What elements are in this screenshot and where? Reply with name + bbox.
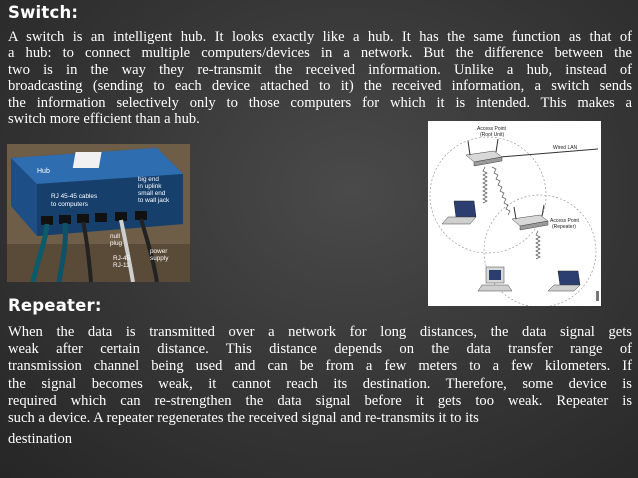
repeater-line: the signal becomes weak, it cannot reach… <box>8 375 632 392</box>
access-point-illustration <box>429 136 599 308</box>
switch-paragraph: A switch is an intelligent hub. It looks… <box>8 29 632 127</box>
access-point-diagram: Access Point (Root Unit) Wired LAN Acces… <box>428 121 601 308</box>
uplink-label: big end <box>138 176 159 183</box>
repeater-line: transmission channel being used and can … <box>8 358 632 375</box>
repeater-line-tail: destination <box>8 431 73 448</box>
rj45-label: RJ 45-45 cables <box>51 193 98 200</box>
root-unit-label: (Root Unit) <box>480 132 505 138</box>
power-label: power <box>150 248 168 255</box>
switch-line: a hub: to connect multiple computers/dev… <box>8 45 632 62</box>
switch-line: switch more efficient than a hub. <box>8 111 200 128</box>
uplink-label: in uplink <box>138 183 162 190</box>
uplink-label: to wall jack <box>138 197 170 204</box>
rj-label: RJ-45 <box>113 255 131 262</box>
switch-line: broadcasting (sending to each device att… <box>8 78 632 95</box>
power-label: supply <box>150 255 169 262</box>
wired-lan-label: Wired LAN <box>553 145 578 151</box>
repeater-line: When the data is transmitted over a netw… <box>8 324 632 340</box>
repeater-paragraph: When the data is transmitted over a netw… <box>8 324 632 448</box>
switch-line: A switch is an intelligent hub. It looks… <box>8 29 632 45</box>
uplink-label: small end <box>138 190 166 197</box>
hub-label: Hub <box>37 168 50 175</box>
rj45-label: to computers <box>51 201 88 208</box>
repeater-heading: Repeater: <box>8 296 102 315</box>
repeater-line: weak after certain distance. This distan… <box>8 341 632 358</box>
repeater-label: (Repeater) <box>552 224 576 230</box>
root-unit-label: Access Point <box>477 126 506 132</box>
null-plug-label: null <box>110 233 120 240</box>
repeater-label: Access Point <box>550 218 579 224</box>
hub-photo-illustration <box>7 144 190 282</box>
switch-line: the information selectively only to thos… <box>8 94 632 111</box>
null-plug-label: plug <box>110 240 123 247</box>
repeater-line: such a device. A repeater regenerates th… <box>8 410 479 427</box>
hub-photo: Hub RJ 45-45 cables to computers big end… <box>7 144 190 282</box>
switch-heading: Switch: <box>8 3 79 22</box>
rj-label: RJ-11 <box>113 262 130 269</box>
switch-line: two is in the way they re-transmit the r… <box>8 61 632 78</box>
repeater-line: required which can re-strengthen the dat… <box>8 392 632 409</box>
